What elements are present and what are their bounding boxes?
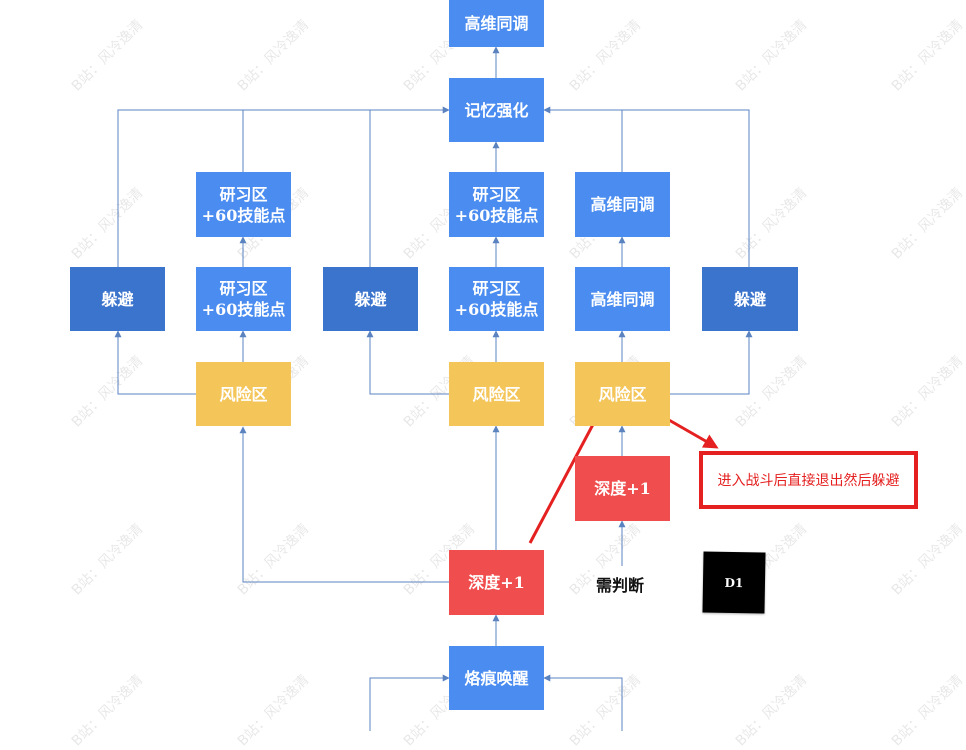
node-lachen: 烙痕唤醒 xyxy=(449,646,544,710)
node-risk-c: 风险区 xyxy=(449,362,544,426)
node-duobi-1: 躲避 xyxy=(70,267,165,331)
node-gaowei-r1: 高维同调 xyxy=(575,267,670,331)
edge-risk-r-to-duobi-3 xyxy=(669,330,753,395)
node-duobi-2: 躲避 xyxy=(323,267,418,331)
edge-bottom-right-to-lachen xyxy=(543,674,623,731)
node-depth-c: 深度+1 xyxy=(449,550,544,615)
edge-duobi-3-to-jiyi xyxy=(543,106,750,267)
node-duobi-3: 躲避 xyxy=(702,267,798,331)
edge-bottom-left-to-lachen xyxy=(369,674,450,731)
node-gaowei-r2: 高维同调 xyxy=(575,172,670,237)
node-top-gaowei: 高维同调 xyxy=(449,0,544,47)
node-yanxi-c1: 研习区 +60技能点 xyxy=(449,267,544,331)
node-yanxi-l1: 研习区 +60技能点 xyxy=(196,267,291,331)
d1-stamp-text: D1 xyxy=(724,575,744,590)
node-yanxi-c2: 研习区 +60技能点 xyxy=(449,172,544,237)
edge-depth-c-to-risk-l xyxy=(239,426,449,583)
node-risk-l: 风险区 xyxy=(196,362,291,426)
node-yanxi-l2: 研习区 +60技能点 xyxy=(196,172,291,237)
edge-risk-c-to-duobi-2 xyxy=(366,330,449,395)
edge-risk-l-to-duobi-1 xyxy=(114,330,196,395)
d1-stamp: D1 xyxy=(702,551,766,614)
node-depth-r: 深度+1 xyxy=(575,456,670,521)
node-risk-r: 风险区 xyxy=(575,362,670,426)
edge-duobi-1-to-jiyi xyxy=(117,106,450,267)
connector-layer xyxy=(114,46,753,731)
node-jiyi: 记忆强化 xyxy=(449,78,544,142)
label-need-judge: 需判断 xyxy=(596,576,645,595)
annotation-callout: 进入战斗后直接退出然后躲避 xyxy=(699,451,918,509)
annotation-callout-text: 进入战斗后直接退出然后躲避 xyxy=(717,473,900,489)
